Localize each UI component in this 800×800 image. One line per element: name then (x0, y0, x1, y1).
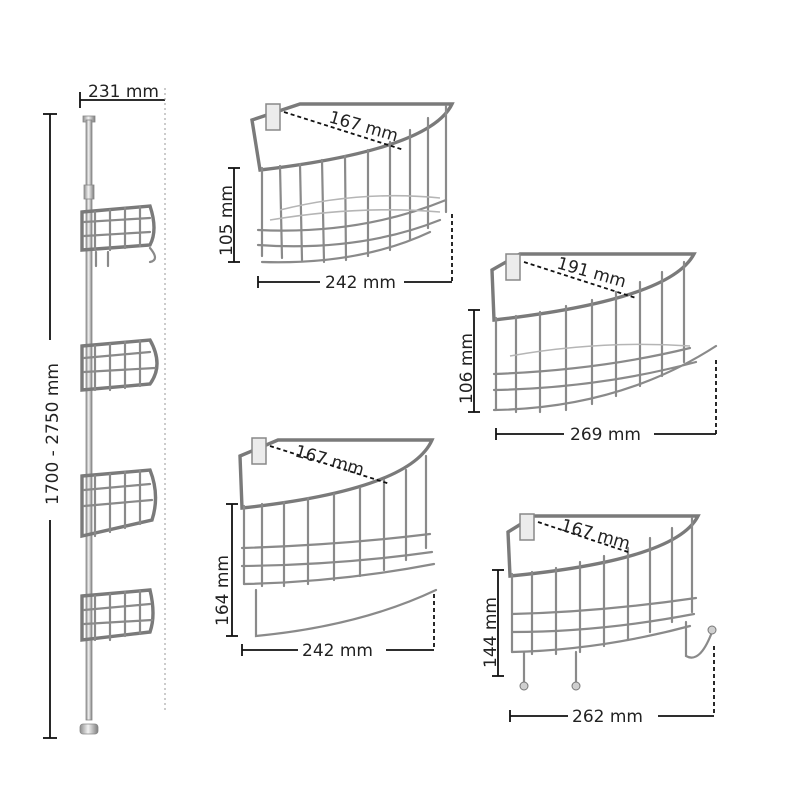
basket-4-hook-right-icon (707, 625, 717, 635)
basket-4-height-label: 144 mm (481, 597, 501, 668)
pole-joint (83, 184, 95, 200)
basket-3-height-label: 164 mm (213, 555, 233, 626)
pole-basket-1 (80, 204, 157, 268)
pole-height-label: 1700 - 2750 mm (43, 363, 63, 505)
basket-4: 167 mm 144 mm 262 mm (481, 513, 717, 727)
basket-2-width-label: 269 mm (570, 425, 641, 445)
pole-basket-4 (80, 588, 155, 642)
pole-unit: 231 mm 1700 - 2750 mm (40, 82, 166, 739)
basket-3-clamp-icon (251, 437, 267, 465)
basket-1-width-label: 242 mm (325, 273, 396, 293)
basket-4-clamp-icon (519, 513, 535, 541)
basket-4-depth-line (537, 521, 629, 553)
basket-2-depth-line (523, 261, 637, 299)
basket-2: 191 mm 106 mm 269 mm (457, 252, 718, 445)
basket-2-depth-label: 191 mm (555, 254, 629, 293)
basket-1: 167 mm 105 mm 242 mm (217, 102, 455, 293)
pole-basket-3 (80, 468, 158, 539)
basket-1-height-label: 105 mm (217, 185, 237, 256)
basket-1-depth-label: 167 mm (327, 108, 401, 147)
pole-height-label-bg (40, 340, 62, 520)
basket-2-clamp-icon (505, 253, 521, 281)
pole-bottom-foot (79, 723, 99, 735)
basket-4-hook-middle-icon (571, 681, 581, 691)
basket-3: 167 mm 164 mm 242 mm (213, 437, 438, 661)
basket-3-depth-label: 167 mm (293, 442, 367, 481)
pole-rod (85, 119, 93, 721)
basket-2-height-label: 106 mm (457, 333, 477, 404)
pole-width-label: 231 mm (88, 82, 159, 102)
pole-basket-2 (80, 338, 159, 392)
basket-1-clamp-icon (265, 103, 281, 131)
basket-4-width-label: 262 mm (572, 707, 643, 727)
basket-4-depth-label: 167 mm (559, 516, 633, 555)
basket-4-hook-left-icon (519, 681, 529, 691)
basket-3-width-label: 242 mm (302, 641, 373, 661)
